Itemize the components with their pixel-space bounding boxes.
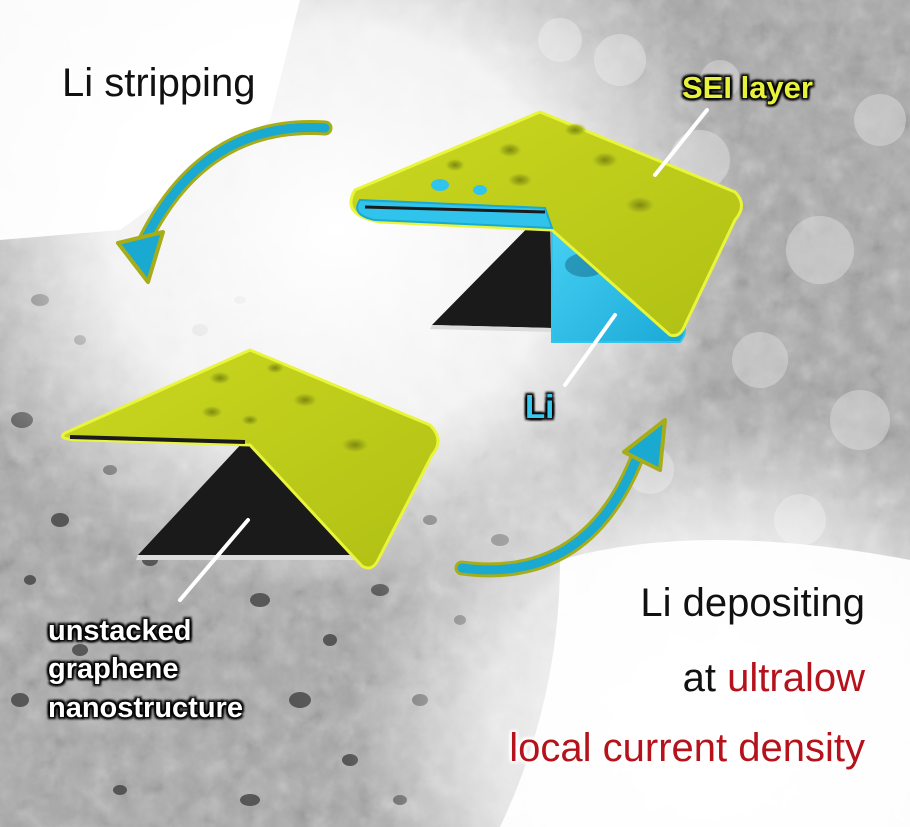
callout-lines — [178, 108, 709, 602]
sei-layer-label: SEI layer — [682, 70, 813, 105]
at-ultralow-line: at ultralow — [683, 655, 865, 701]
stripping-arrow — [116, 120, 333, 284]
graphene-label-line-3: nanostructure — [48, 691, 243, 724]
li-stripping-label: Li stripping — [62, 61, 256, 105]
at-word: at — [682, 656, 717, 700]
ultralow-word: ultralow — [727, 656, 865, 700]
li-label: Li — [525, 388, 555, 425]
stripped-structure — [61, 348, 440, 570]
depositing-arrow — [454, 418, 667, 578]
deposited-structure — [349, 110, 743, 343]
sei-layer-left — [61, 348, 440, 570]
graphene-label-line-2: graphene — [48, 653, 179, 686]
graphene-label: unstacked graphene nanostructure — [48, 612, 243, 727]
graphene-label-line-1: unstacked — [48, 615, 192, 647]
li-depositing-label: Li depositing — [640, 581, 865, 625]
local-current-density-label: local current density — [509, 726, 865, 770]
